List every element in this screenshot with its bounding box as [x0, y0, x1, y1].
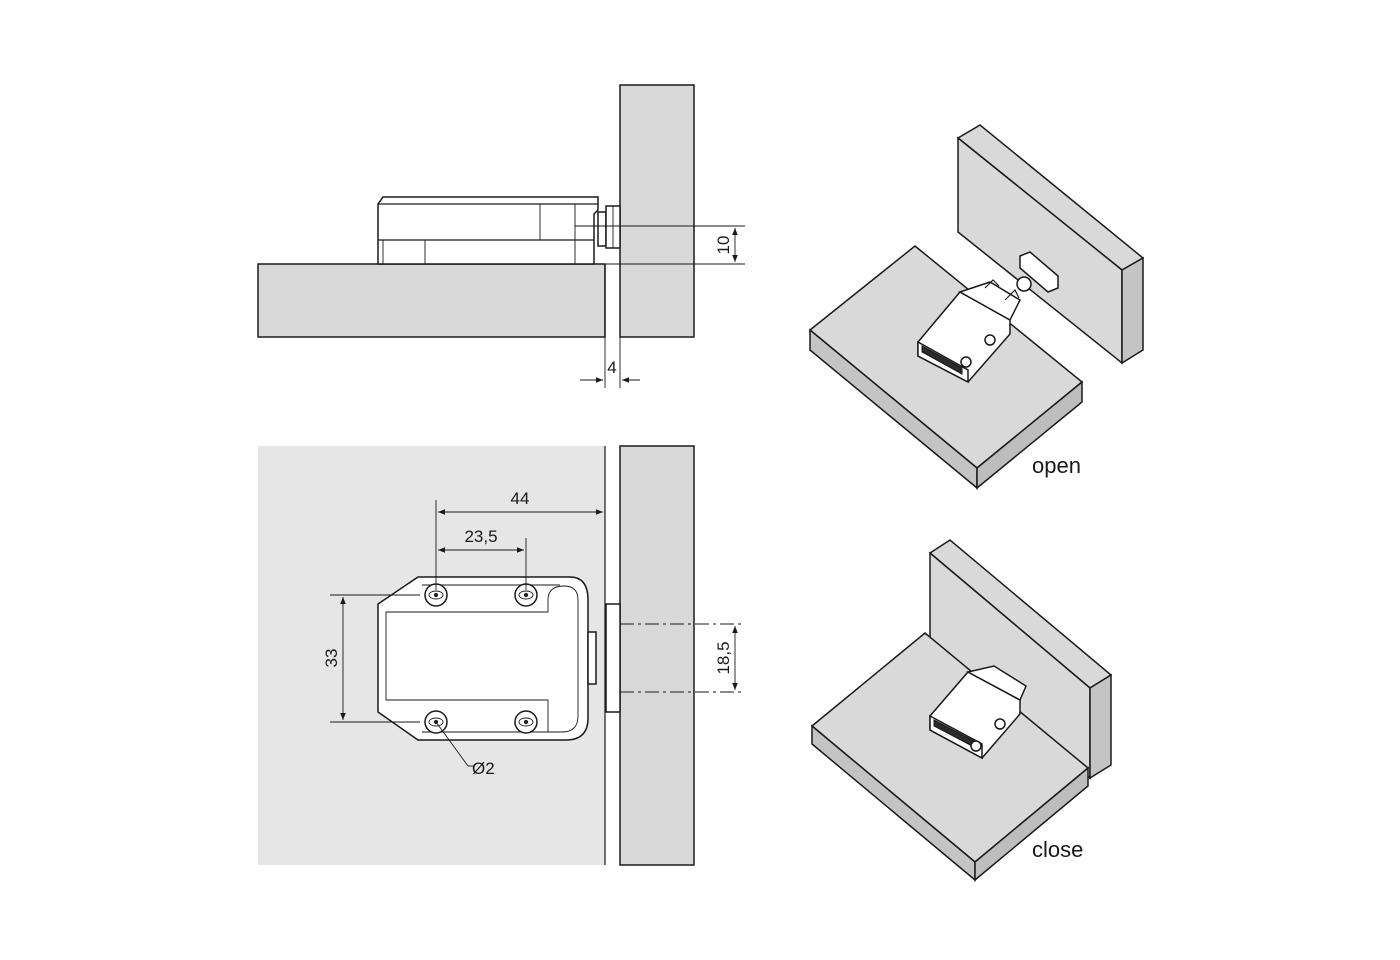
front-latch-body	[377, 576, 621, 741]
dim-front-width-holes: 23,5	[464, 527, 497, 546]
state-close-label: close	[1032, 837, 1083, 862]
dim-front-width-total: 44	[511, 489, 530, 508]
side-latch-body	[377, 196, 621, 265]
front-door-panel	[619, 445, 695, 866]
side-shelf-board	[257, 263, 606, 338]
dim-front-height: 33	[322, 649, 341, 668]
side-view: 10 4	[257, 84, 745, 388]
screw-hole	[514, 583, 538, 607]
dim-side-gap: 4	[607, 358, 616, 377]
dim-front-hole-diameter: Ø2	[472, 759, 495, 778]
side-door-panel	[619, 84, 695, 338]
dim-side-height: 10	[714, 236, 733, 255]
dim-front-striker-height: 18,5	[714, 641, 733, 674]
iso-close-view: close	[810, 539, 1113, 882]
iso-open-view: open	[808, 124, 1145, 490]
screw-hole	[514, 710, 538, 734]
front-view: 44 23,5 33 18,5 Ø2	[258, 445, 745, 866]
state-open-label: open	[1032, 453, 1081, 478]
